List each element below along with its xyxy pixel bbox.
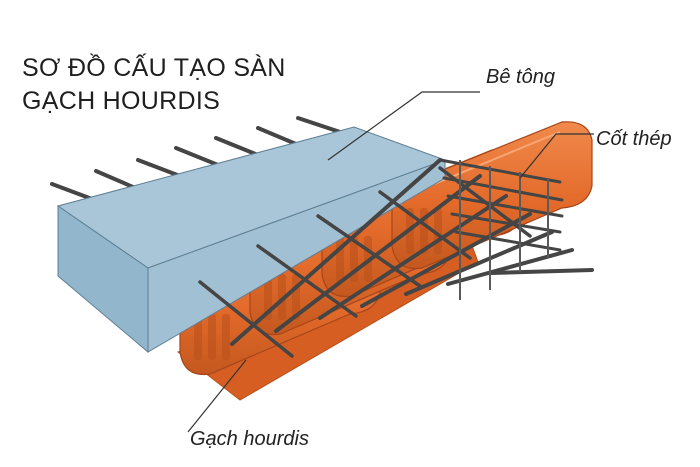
leader-concrete (327, 91, 480, 161)
leader-lines (187, 91, 594, 433)
rebar-long-0 (230, 158, 442, 346)
rebar-top-mesh (198, 158, 594, 358)
cage-bar-2 (446, 194, 564, 218)
rebar-stub-3 (174, 146, 220, 167)
concrete-slab (56, 126, 447, 354)
rebar-long-6 (488, 268, 594, 275)
rebar-long-1 (274, 174, 482, 333)
rebar-cross-3 (378, 190, 472, 260)
leader-block (187, 359, 247, 433)
block-cell (222, 314, 230, 360)
block-cell (208, 314, 216, 360)
rebar-cage (438, 158, 564, 300)
rebar-stub-6 (296, 116, 342, 134)
leader-steel (519, 133, 594, 179)
label-steel: Cốt thép (596, 128, 672, 150)
rebar-stub-4 (214, 136, 260, 157)
rebar-cross-1 (256, 244, 358, 318)
rebar-long-4 (404, 230, 554, 296)
cage-bar-1 (442, 176, 564, 202)
rebar-stub-5 (256, 126, 298, 146)
title-line-2: GẠCH HOURDIS (22, 87, 221, 115)
label-hourdis-block: Gạch hourdis (190, 428, 309, 450)
rebar-long-5 (446, 248, 574, 286)
rebar-cross-0 (198, 280, 294, 358)
label-concrete: Bê tông (486, 66, 555, 88)
rebar-cross-2 (316, 214, 422, 288)
block-cell (278, 274, 286, 320)
rebar-stub-2 (136, 158, 182, 178)
cage-bar-4 (454, 230, 562, 252)
diagram-title: SƠ ĐỒ CẤU TẠO SÀN GẠCH HOURDIS (22, 52, 286, 118)
cage-bar-3 (450, 212, 562, 234)
title-line-1: SƠ ĐỒ CẤU TẠO SÀN (22, 54, 286, 82)
block-cell (194, 314, 202, 360)
block-cell (336, 236, 344, 282)
hourdis-block-3 (391, 121, 593, 270)
rebar-long-3 (360, 212, 532, 308)
rebar-top-back (50, 116, 342, 204)
